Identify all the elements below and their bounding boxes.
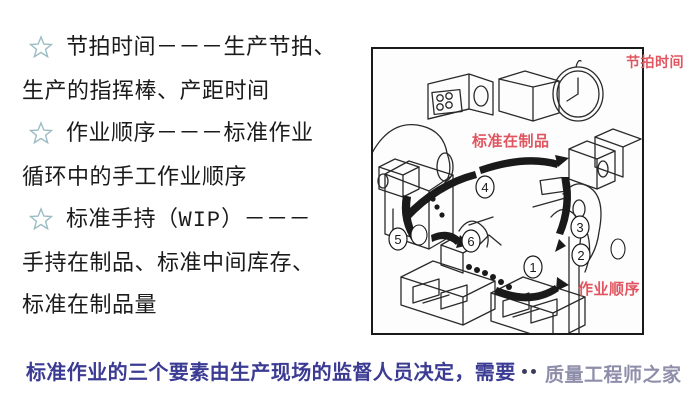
watermark-label: 质量工程师之家	[545, 364, 682, 386]
star-icon	[26, 202, 56, 236]
step-number-5: 5	[394, 232, 401, 247]
step-number-1: 1	[529, 260, 536, 275]
step-number-3: 3	[576, 220, 583, 235]
diagram-label-standard-wip: 标准在制品	[472, 133, 550, 150]
watermark: 质量工程师之家	[517, 358, 682, 388]
step-number-2: 2	[577, 248, 584, 263]
bullet-item-3-line1-post: ）－－－	[221, 206, 312, 231]
circle-face-icon	[517, 361, 541, 385]
bullet-item-3-line3: 标准在制品量	[22, 292, 158, 317]
bullet-item-2: 作业顺序－－－标准作业	[18, 116, 373, 158]
step-number-4: 4	[481, 180, 488, 195]
step-number-6: 6	[467, 234, 474, 249]
diagram-label-work-sequence: 作业顺序	[578, 281, 641, 298]
bullet-item-2-line1: 作业顺序－－－标准作业	[66, 120, 314, 145]
star-icon	[26, 30, 56, 64]
bullet-item-1-line1: 节拍时间－－－生产节拍、	[66, 34, 337, 59]
bullet-item-3-line1: 标准手持（WIP）－－－	[56, 202, 311, 238]
bullet-item-3-wip-term: WIP	[178, 208, 222, 233]
diagram-label-takt-time: 节拍时间	[626, 54, 684, 70]
bullet-item-3-line2: 手持在制品、标准中间库存、	[22, 250, 315, 275]
bullet-item-1-line2: 生产的指挥棒、产距时间	[22, 78, 270, 103]
bullet-item-1: 节拍时间－－－生产节拍、	[18, 30, 373, 72]
bullet-list: 节拍时间－－－生产节拍、 生产的指挥棒、产距时间 作业顺序－－－标准作业 循环中…	[18, 30, 373, 330]
bullet-item-2-line2: 循环中的手工作业顺序	[22, 164, 248, 189]
bullet-item-3: 标准手持（WIP）－－－	[18, 202, 373, 244]
star-icon	[26, 116, 56, 150]
process-diagram: 5 6 1 2 3 4	[371, 47, 644, 335]
footer-caption: 标准作业的三个要素由生产现场的监督人员决定，需要	[26, 362, 516, 384]
diagram-sketch: 5 6 1 2 3 4	[373, 59, 642, 333]
bullet-item-3-line1-pre: 标准手持（	[66, 206, 179, 231]
